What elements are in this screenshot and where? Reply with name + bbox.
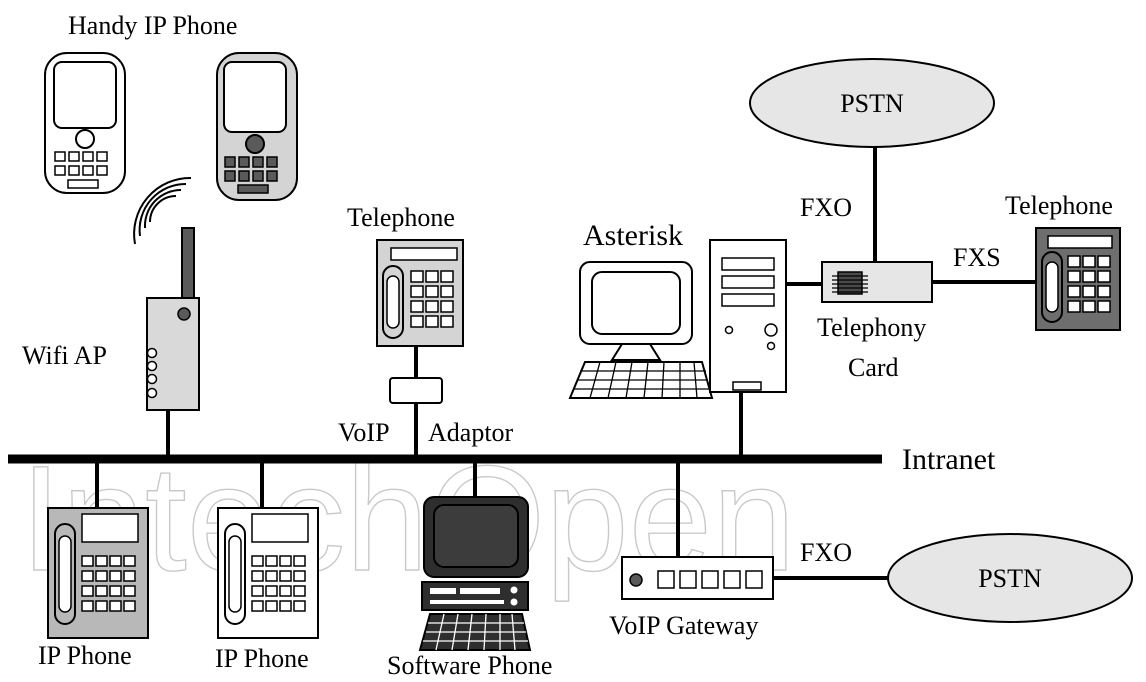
handy-ip-phone-2 [216, 52, 298, 201]
label-ip-phone-2: IP Phone [215, 644, 309, 673]
software-phone-pc [418, 496, 532, 651]
label-fxo-bottom: FXO [800, 538, 852, 567]
label-intranet: Intranet [902, 443, 996, 476]
telephone-left [376, 239, 464, 347]
telephone-right [1035, 227, 1121, 331]
label-voip-gateway: VoIP Gateway [609, 611, 758, 640]
telephony-card [821, 261, 933, 303]
voip-gateway [621, 556, 774, 600]
label-telephone-left: Telephone [347, 203, 455, 232]
ip-phone-2 [217, 507, 319, 639]
label-pstn-bottom: PSTN [978, 564, 1042, 593]
pstn-cloud-top [749, 58, 995, 148]
wifi-signal-icon [133, 176, 192, 245]
handy-ip-phone-1 [44, 52, 126, 194]
label-handy-ip-phone: Handy IP Phone [68, 11, 237, 40]
asterisk-keyboard [568, 361, 714, 399]
label-telephone-right: Telephone [1005, 191, 1113, 220]
label-adaptor: Adaptor [428, 418, 514, 447]
wifi-ap [146, 227, 200, 411]
label-fxo-top: FXO [800, 193, 852, 222]
asterisk-server-tower [709, 239, 787, 393]
asterisk-monitor [579, 261, 693, 361]
label-ip-phone-1: IP Phone [38, 641, 132, 670]
label-fxs: FXS [953, 243, 1001, 272]
pstn-cloud-bottom [887, 533, 1133, 623]
label-voip: VoIP [338, 418, 390, 447]
label-telephony: Telephony [817, 313, 926, 342]
label-card: Card [848, 353, 899, 382]
label-asterisk: Asterisk [583, 219, 683, 252]
ip-phone-1 [47, 507, 149, 639]
label-wifi-ap: Wifi AP [22, 341, 107, 370]
label-software-phone: Software Phone [387, 651, 552, 680]
label-pstn-top: PSTN [840, 89, 904, 118]
voip-adaptor [389, 377, 443, 404]
